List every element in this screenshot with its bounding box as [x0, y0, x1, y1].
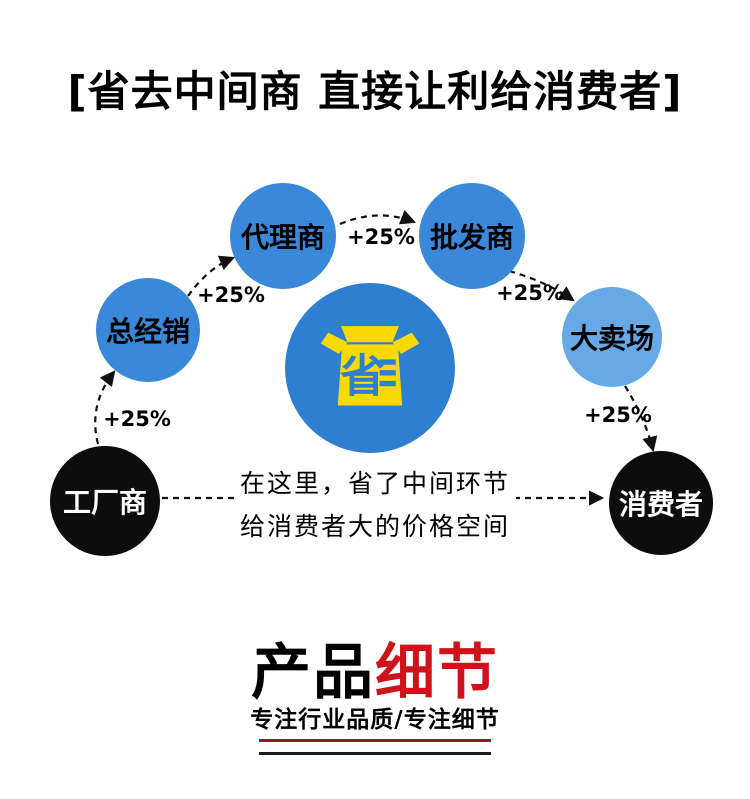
node-agent: 代理商 — [230, 183, 336, 289]
node-factory: 工厂商 — [50, 446, 160, 556]
divider-black-line — [259, 752, 491, 755]
heading-red-part: 细节 — [375, 638, 499, 708]
heading-black-part: 产品 — [251, 638, 375, 708]
center-savings-circle: 省 — [285, 283, 455, 453]
caption-line-1: 在这里，省了中间环节 — [0, 464, 750, 500]
savings-box-icon: 省 — [320, 326, 420, 406]
percent-label: +25% — [197, 283, 265, 307]
node-consumer-label: 消费者 — [618, 488, 703, 521]
percent-label: +25% — [103, 407, 171, 431]
node-agent-label: 代理商 — [240, 221, 325, 254]
node-hypermarket-label: 大卖场 — [569, 322, 654, 355]
node-factory-label: 工厂商 — [62, 486, 147, 519]
savings-char: 省 — [340, 350, 385, 403]
product-details-subheading: 专注行业品质/专注细节 — [250, 707, 500, 733]
caption-line-2: 给消费者大的价格空间 — [0, 507, 750, 543]
caption-line-1-text: 在这里，省了中间环节 — [233, 464, 516, 500]
node-hypermarket: 大卖场 — [562, 287, 662, 387]
node-consumer: 消费者 — [609, 451, 713, 555]
percent-label: +25% — [347, 225, 415, 249]
divider-red-line — [259, 739, 491, 742]
product-details-heading: 产品细节 — [0, 624, 750, 711]
percent-label: +25% — [584, 403, 652, 427]
node-distributor-label: 总经销 — [105, 315, 190, 348]
page-title: [省去中间商 直接让利给消费者] — [67, 67, 683, 116]
node-distributor: 总经销 — [96, 278, 200, 382]
arrow-agent-to-wholesaler — [339, 210, 417, 226]
node-wholesaler-label: 批发商 — [429, 221, 514, 254]
percent-label: +25% — [496, 281, 564, 305]
caption-line-2-text: 给消费者大的价格空间 — [233, 507, 516, 543]
node-wholesaler: 批发商 — [419, 183, 525, 289]
